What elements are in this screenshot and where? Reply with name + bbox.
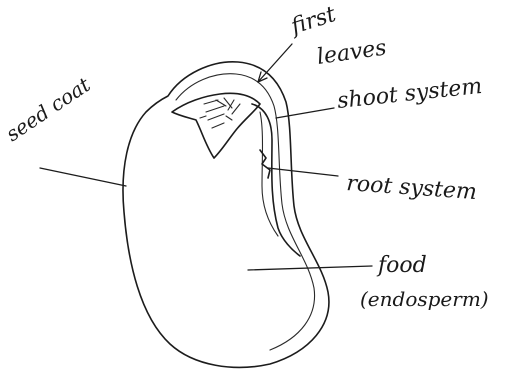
food-leader <box>248 266 372 270</box>
shoot-system-label: shoot system <box>336 74 483 114</box>
root-tip <box>260 150 270 178</box>
food-label: food <box>376 253 427 278</box>
first-leaves-hatching <box>200 98 240 128</box>
first-leaves-leader <box>258 44 292 82</box>
seed-coat-leader <box>40 168 126 186</box>
first-leaves-label-line2: leaves <box>315 35 388 69</box>
seed-coat-label: seed coat <box>1 72 95 146</box>
first-leaves-label-line1: first <box>286 2 339 40</box>
seed-coat-outline <box>123 62 329 368</box>
first-leaves-shape <box>172 93 260 158</box>
root-system-label: root system <box>346 171 478 205</box>
endosperm-label: (endosperm) <box>360 287 489 311</box>
root-system-leader <box>268 168 338 176</box>
shoot-system-leader <box>276 108 334 118</box>
